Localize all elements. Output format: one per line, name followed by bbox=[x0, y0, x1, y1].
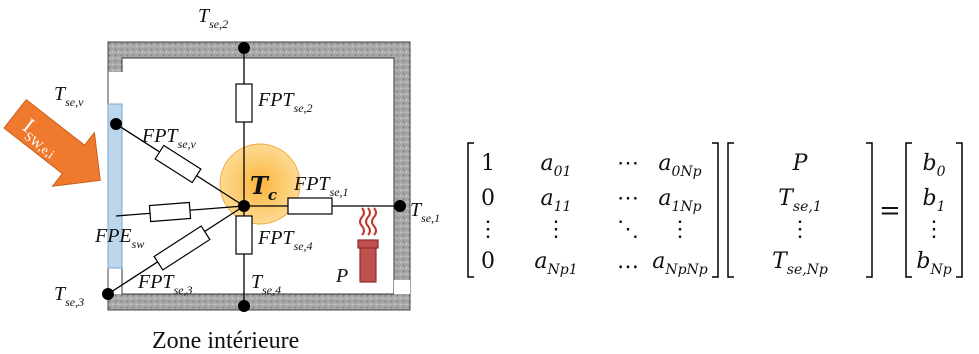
node-window bbox=[110, 118, 122, 130]
node-center bbox=[238, 200, 250, 212]
resistor-fpt-se2 bbox=[235, 83, 253, 123]
matrix-a-cell: ⋯ bbox=[617, 151, 639, 176]
vector-b-cell: b1 bbox=[922, 186, 945, 215]
zone-walls bbox=[107, 41, 411, 311]
caption-zone: Zone intérieure bbox=[152, 328, 299, 354]
node-right bbox=[394, 200, 406, 212]
resistor-fpt-se4 bbox=[235, 215, 253, 255]
matrix-a-cell: aNp1 bbox=[534, 249, 577, 278]
label-t-sev: Tse,v bbox=[54, 83, 84, 109]
matrix-a-cell: ⋯ bbox=[617, 186, 639, 211]
label-fpe-sw: FPEsw bbox=[94, 225, 144, 251]
label-fpt-se4: FPTse,4 bbox=[257, 227, 313, 253]
node-top bbox=[238, 42, 250, 54]
heater-top bbox=[357, 239, 379, 249]
label-t-se2: Tse,2 bbox=[198, 5, 228, 31]
vector-b-bracket-left bbox=[905, 142, 912, 278]
right-wall-opening bbox=[394, 280, 410, 294]
vector-b-cell: b0 bbox=[922, 151, 945, 180]
heat-waves bbox=[359, 207, 377, 236]
heater bbox=[357, 207, 379, 283]
matrix-a-cell: a11 bbox=[541, 186, 572, 215]
label-fpt-sev: FPTse,v bbox=[141, 125, 197, 151]
window-glazing bbox=[107, 103, 123, 269]
equals-sign: = bbox=[879, 196, 901, 226]
vector-b-cells: b0 b1⋮ bNp bbox=[916, 151, 951, 278]
node-corner bbox=[102, 288, 114, 300]
matrix-a-cell: 1 bbox=[481, 151, 495, 176]
matrix-a-cell: … bbox=[617, 249, 639, 274]
wall-top bbox=[108, 42, 410, 58]
label-fpt-se2: FPTse,2 bbox=[257, 89, 313, 115]
vector-x-cell: Tse,1 bbox=[778, 186, 822, 215]
node-bottom bbox=[238, 300, 250, 312]
heater-body bbox=[359, 245, 377, 283]
resistor-fpt-se1 bbox=[287, 197, 333, 215]
resistor-fpt-sev bbox=[154, 144, 202, 184]
label-t-se3: Tse,3 bbox=[54, 283, 84, 309]
vector-x-bracket-right bbox=[866, 142, 873, 278]
resistors bbox=[148, 83, 333, 271]
label-t-se4: Tse,4 bbox=[251, 271, 281, 297]
label-heat-source-p: P bbox=[335, 265, 348, 287]
matrix-a-cell: a01 bbox=[541, 151, 572, 180]
matrix-a-cell: 0 bbox=[481, 186, 495, 211]
label-fpt-se1: FPTse,1 bbox=[293, 173, 349, 199]
matrix-a-cell: ⋮ bbox=[477, 217, 499, 242]
labels: Tse,2 Tse,1 Tse,4 Tse,v Tse,3 FPTse,2 FP… bbox=[54, 5, 440, 354]
matrix-a-cell: ⋱ bbox=[617, 217, 639, 242]
label-fpt-se3: FPTse,3 bbox=[137, 271, 193, 297]
matrix-a-cell: aNpNp bbox=[652, 249, 708, 278]
vector-x-cell: P bbox=[792, 151, 809, 176]
matrix-a-cell: a1Np bbox=[658, 186, 701, 215]
resistor-fpt-se3 bbox=[153, 225, 211, 271]
vector-x-cells: P Tse,1⋮ Tse,Np bbox=[772, 151, 828, 278]
matrix-a-bracket-left bbox=[467, 142, 474, 278]
matrix-a-bracket-right bbox=[712, 142, 719, 278]
matrix-a-cell: a0Np bbox=[658, 151, 701, 180]
vector-x-cell: ⋮ bbox=[789, 217, 811, 242]
solar-radiation-arrow: ISW,e,i bbox=[3, 98, 101, 187]
network-nodes bbox=[102, 42, 406, 312]
matrix-a-cell: ⋮ bbox=[545, 217, 567, 242]
matrix-a-cell: ⋮ bbox=[669, 217, 691, 242]
arrow-shape bbox=[3, 98, 101, 187]
label-tc: Tc bbox=[250, 171, 277, 204]
wall-inner-outline bbox=[121, 57, 395, 295]
wall-bottom bbox=[108, 294, 410, 310]
vector-b-cell: ⋮ bbox=[923, 217, 945, 242]
wall-left-upper bbox=[108, 42, 122, 72]
vector-x-cell: Tse,Np bbox=[772, 249, 828, 278]
vector-x-bracket-left bbox=[727, 142, 734, 278]
wall-right bbox=[394, 42, 410, 310]
vector-b-bracket-right bbox=[956, 142, 963, 278]
vector-b-cell: bNp bbox=[916, 249, 951, 278]
label-t-se1: Tse,1 bbox=[410, 199, 440, 225]
matrix-a-cell: 0 bbox=[481, 249, 495, 274]
resistor-fpe-sw bbox=[148, 201, 192, 223]
